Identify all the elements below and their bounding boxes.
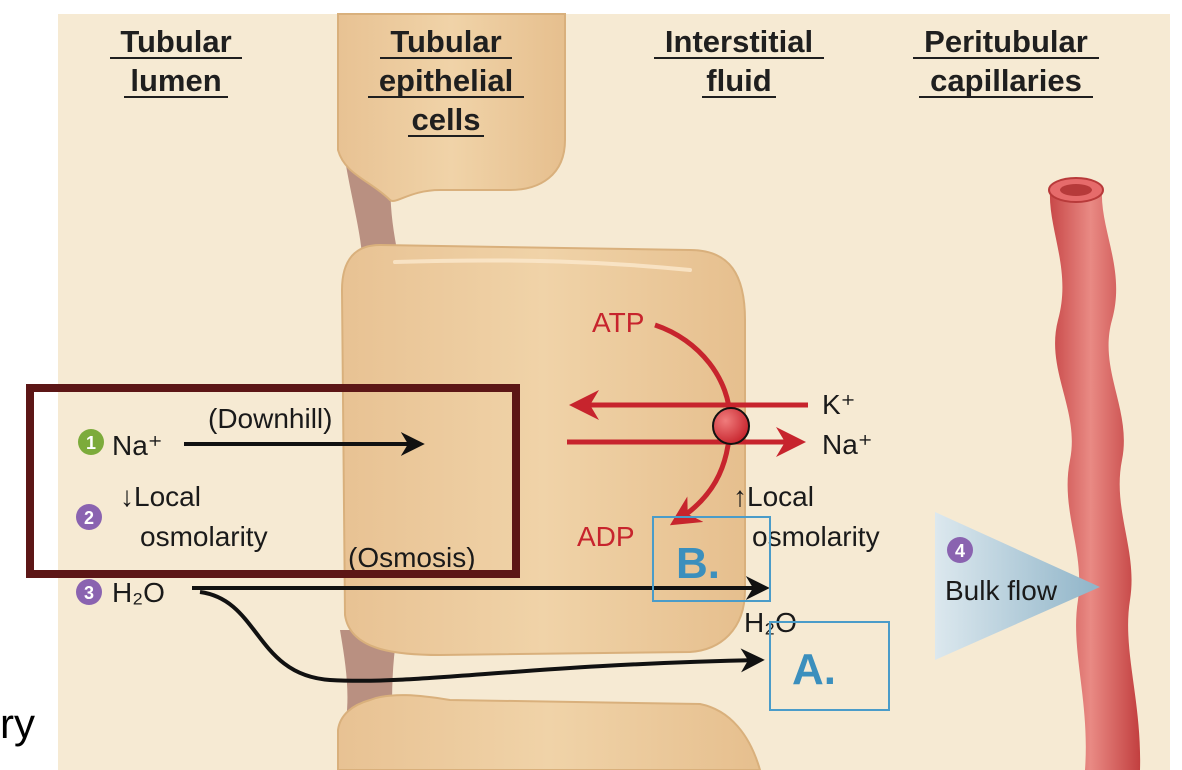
- local-osmolarity-up-line2: osmolarity: [752, 521, 880, 552]
- water-paracellular-arrow: [199, 590, 765, 683]
- adp-label: ADP: [577, 521, 635, 552]
- bulk-flow-label: Bulk flow: [945, 575, 1058, 606]
- svg-text:cells: cells: [412, 102, 481, 137]
- svg-text:3: 3: [84, 583, 94, 603]
- clipped-edge-text: ry: [0, 700, 35, 747]
- capillary-lumen: [1060, 184, 1092, 196]
- highlight-box: [26, 384, 520, 578]
- local-osmolarity-down-line1: ↓Local: [120, 481, 201, 512]
- na-plus-label: Na⁺: [112, 430, 163, 461]
- annotation-a-label: A.: [792, 645, 836, 694]
- step-1-badge: 1: [78, 429, 104, 455]
- step-3-badge: 3: [76, 579, 102, 605]
- header-peritubular-capillaries: Peritubular capillaries: [913, 24, 1099, 98]
- h2o-left-label: H₂O: [112, 577, 165, 608]
- atp-label: ATP: [592, 307, 644, 338]
- header-interstitial-fluid: Interstitial fluid: [654, 24, 824, 98]
- local-osmolarity-down-line2: osmolarity: [140, 521, 268, 552]
- step-2-badge: 2: [76, 504, 102, 530]
- upper-epithelial-cell: [337, 13, 566, 202]
- local-osmolarity-up-line1: ↑Local: [733, 481, 814, 512]
- main-epithelial-cell: [340, 243, 746, 657]
- svg-text:2: 2: [84, 508, 94, 528]
- peritubular-capillary: [1049, 190, 1141, 770]
- svg-text:lumen: lumen: [130, 63, 221, 98]
- annotation-box-b: [652, 516, 771, 602]
- header-tubular-lumen: Tubular lumen: [110, 24, 242, 98]
- svg-text:Tubular: Tubular: [390, 24, 501, 59]
- lower-epithelial-cell: [337, 694, 762, 770]
- svg-text:Tubular: Tubular: [120, 24, 231, 59]
- svg-text:1: 1: [86, 433, 96, 453]
- svg-text:epithelial: epithelial: [379, 63, 513, 98]
- svg-text:4: 4: [955, 541, 965, 561]
- bulk-flow-arrow: [935, 512, 1100, 660]
- header-tubular-epithelial-cells: Tubular epithelial cells: [368, 24, 524, 137]
- osmosis-label: (Osmosis): [348, 542, 476, 573]
- step-4-badge: 4: [947, 537, 973, 563]
- svg-text:Interstitial: Interstitial: [665, 24, 813, 59]
- svg-text:capillaries: capillaries: [930, 63, 1082, 98]
- na-plus-right-label: Na⁺: [822, 429, 873, 460]
- annotation-box-a: [769, 621, 890, 711]
- svg-text:Peritubular: Peritubular: [924, 24, 1088, 59]
- downhill-label: (Downhill): [208, 403, 332, 434]
- cell-highlight: [393, 258, 692, 272]
- svg-text:fluid: fluid: [706, 63, 771, 98]
- annotation-b-label: B.: [676, 539, 720, 588]
- na-k-pump: [712, 407, 750, 445]
- k-plus-label: K⁺: [822, 389, 855, 420]
